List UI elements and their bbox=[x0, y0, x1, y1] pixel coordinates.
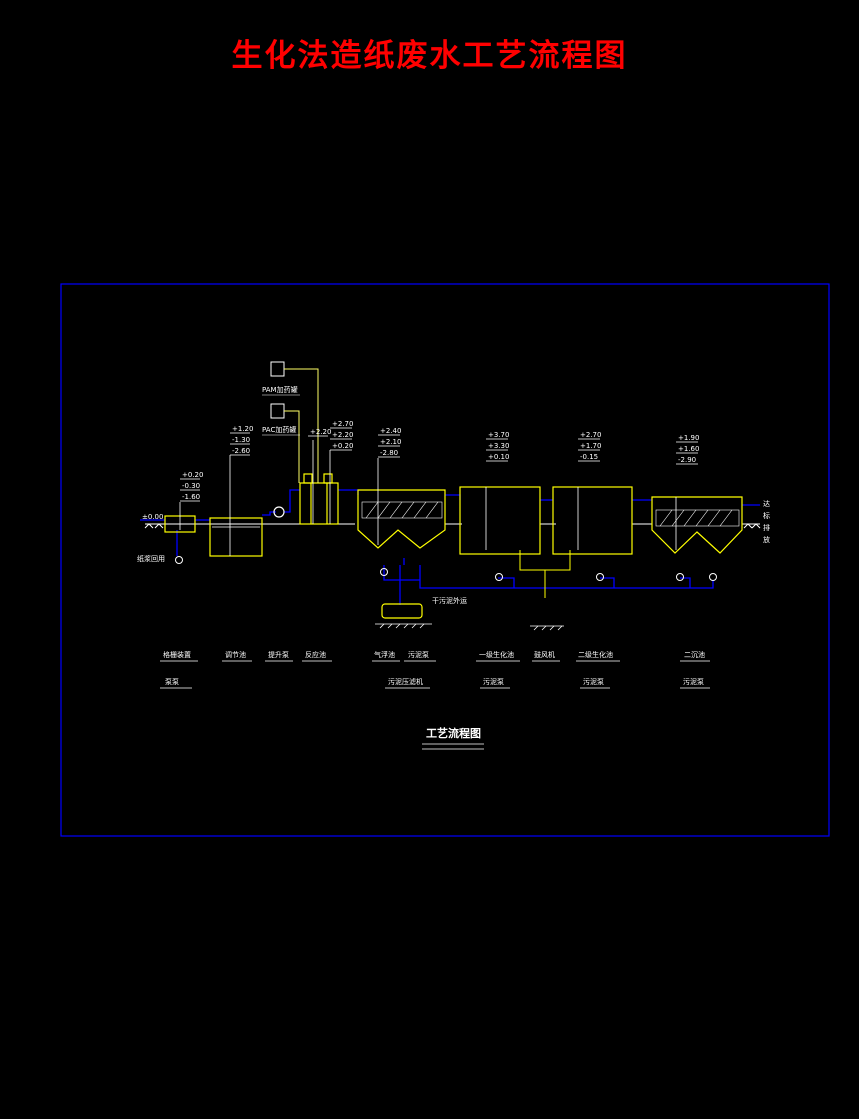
elev-bio1-1: +3.30 bbox=[488, 442, 509, 450]
unit-label-1-6: 一级生化池 bbox=[479, 650, 514, 659]
pump-bio1 bbox=[495, 573, 503, 581]
flotation-tank bbox=[357, 489, 446, 549]
inlet-label: 纸浆回用 bbox=[137, 554, 165, 563]
unit-label-2-4: 污泥泵 bbox=[683, 678, 704, 686]
unit-label-2-0: 泵泵 bbox=[165, 678, 179, 686]
elev-flot-0: +2.40 bbox=[380, 427, 401, 435]
secondary-clarifier bbox=[651, 496, 743, 554]
elev-bio2-0: +2.70 bbox=[580, 431, 601, 439]
pump-flotation bbox=[380, 568, 388, 576]
pac-label: PAC加药罐 bbox=[262, 425, 296, 434]
elev-screen-1: -0.30 bbox=[182, 482, 200, 490]
pam-label: PAM加药罐 bbox=[262, 385, 298, 394]
unit-label-1-9: 二沉池 bbox=[684, 650, 705, 659]
pump-clarifier-a bbox=[676, 573, 684, 581]
pam-tank bbox=[270, 361, 285, 377]
drawing-frame bbox=[60, 283, 830, 837]
elev-clar-0: +1.90 bbox=[678, 434, 699, 442]
sludge-pumps bbox=[175, 556, 717, 581]
base-marks bbox=[375, 623, 564, 631]
unit-label-1-0: 格栅装置 bbox=[163, 650, 191, 659]
tank-internals bbox=[167, 440, 677, 556]
elev-react-0: +2.70 bbox=[332, 420, 353, 428]
bio-tank-1 bbox=[459, 486, 541, 555]
lift-pump bbox=[273, 506, 285, 518]
bio-tank-2 bbox=[552, 486, 633, 555]
outlet-char-1: 标 bbox=[763, 511, 770, 520]
label-underlines bbox=[160, 660, 710, 750]
unit-label-1-4: 气浮池 bbox=[374, 650, 395, 659]
regulating-tank bbox=[209, 517, 263, 557]
page-title: 生化法造纸废水工艺流程图 bbox=[231, 38, 628, 74]
elev-react-2: +0.20 bbox=[332, 442, 353, 450]
elev-bio1-0: +3.70 bbox=[488, 431, 509, 439]
elev-bio2-2: -0.15 bbox=[580, 453, 598, 461]
unit-label-1-8: 二级生化池 bbox=[578, 650, 613, 659]
mixer-elev: +2.20 bbox=[310, 428, 331, 436]
elev-reg-2: -2.60 bbox=[232, 447, 250, 455]
elevation-boxes bbox=[180, 427, 698, 502]
outlet-char-3: 放 bbox=[763, 535, 770, 544]
unit-label-2-3: 污泥泵 bbox=[583, 678, 604, 686]
unit-label-2-1: 污泥压滤机 bbox=[388, 677, 423, 686]
outlet-char-2: 排 bbox=[763, 523, 770, 532]
pump-inlet bbox=[175, 556, 183, 564]
elev-react-1: +2.20 bbox=[332, 431, 353, 439]
pac-tank bbox=[270, 403, 285, 419]
reaction-tank bbox=[299, 482, 339, 525]
unit-label-1-3: 反应池 bbox=[305, 650, 326, 659]
outlet-char-0: 达 bbox=[763, 499, 770, 508]
elev-bio2-1: +1.70 bbox=[580, 442, 601, 450]
elev-screen-2: -1.60 bbox=[182, 493, 200, 501]
unit-label-2-2: 污泥泵 bbox=[483, 678, 504, 686]
elev-reg-1: -1.30 bbox=[232, 436, 250, 444]
filter-press bbox=[381, 603, 423, 619]
elev-reg-0: +1.20 bbox=[232, 425, 253, 433]
unit-label-1-1: 调节池 bbox=[225, 650, 246, 659]
sludge-label: 干污泥外运 bbox=[432, 596, 467, 605]
ground-mark: ±0.00 bbox=[142, 513, 163, 521]
diagram-caption: 工艺流程图 bbox=[426, 726, 481, 740]
pump-clarifier-b bbox=[709, 573, 717, 581]
dosing-system bbox=[262, 361, 319, 483]
media-hatch bbox=[361, 501, 740, 527]
elev-clar-2: -2.90 bbox=[678, 456, 696, 464]
unit-label-1-2: 提升泵 bbox=[268, 650, 289, 659]
pump-bio2 bbox=[596, 573, 604, 581]
elev-flot-2: -2.80 bbox=[380, 449, 398, 457]
unit-label-1-7: 鼓风机 bbox=[534, 650, 555, 659]
elev-flot-1: +2.10 bbox=[380, 438, 401, 446]
pipeline bbox=[140, 489, 760, 605]
air-line bbox=[519, 550, 571, 598]
elev-screen-0: +0.20 bbox=[182, 471, 203, 479]
elev-bio1-2: +0.10 bbox=[488, 453, 509, 461]
elev-clar-1: +1.60 bbox=[678, 445, 699, 453]
unit-label-1-5: 污泥泵 bbox=[408, 651, 429, 659]
